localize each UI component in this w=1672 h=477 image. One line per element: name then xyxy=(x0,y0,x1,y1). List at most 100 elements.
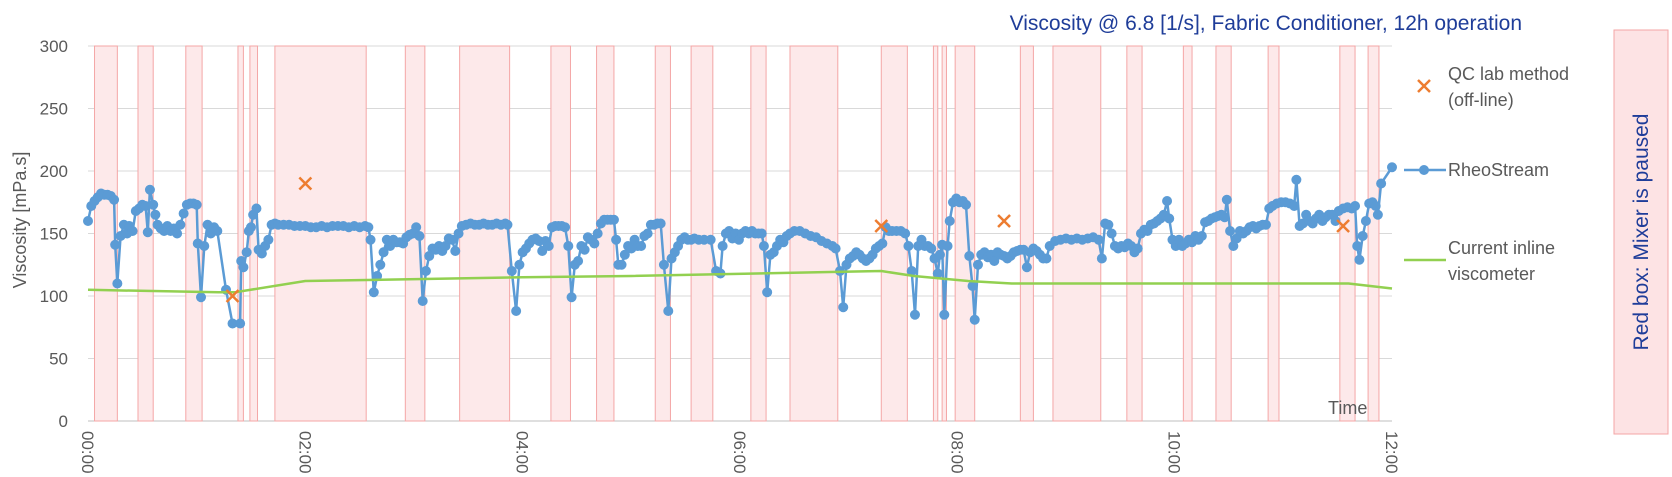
point-rheostream-93 xyxy=(414,231,425,241)
x-axis-title: Time xyxy=(1328,398,1367,418)
legend-label-2: Current inline xyxy=(1448,238,1555,258)
point-rheostream-0 xyxy=(83,216,93,226)
point-rheostream-224 xyxy=(877,238,888,249)
point-rheostream-10 xyxy=(112,278,123,289)
point-rheostream-79 xyxy=(368,287,379,298)
point-rheostream-53 xyxy=(251,203,262,214)
point-rheostream-325 xyxy=(1221,194,1232,205)
point-rheostream-30 xyxy=(172,228,183,239)
y-tick-label-1: 50 xyxy=(49,350,68,369)
y-tick-label-4: 200 xyxy=(40,162,68,181)
paused-interval-21 xyxy=(1182,45,1193,422)
point-rheostream-177 xyxy=(705,234,716,245)
legend: QC lab method(off-line)RheoStreamCurrent… xyxy=(1404,64,1569,284)
paused-interval-5 xyxy=(274,45,367,422)
point-rheostream-166 xyxy=(663,306,674,316)
paused-interval-17 xyxy=(954,45,976,422)
point-rheostream-48 xyxy=(238,262,249,273)
point-rheostream-38 xyxy=(196,292,207,303)
point-rheostream-20 xyxy=(142,227,153,238)
point-rheostream-135 xyxy=(563,241,574,251)
point-rheostream-160 xyxy=(642,228,653,239)
point-rheostream-119 xyxy=(511,306,522,316)
point-rheostream-289 xyxy=(1106,228,1117,239)
point-rheostream-371 xyxy=(1376,178,1387,189)
point-rheostream-231 xyxy=(903,241,914,251)
point-rheostream-250 xyxy=(961,199,972,210)
point-rheostream-36 xyxy=(191,199,202,210)
point-qc-lab-method-off-line-1 xyxy=(298,176,313,191)
point-qc-lab-method-off-line-0 xyxy=(225,289,240,303)
point-rheostream-45 xyxy=(227,318,238,329)
point-rheostream-77 xyxy=(363,222,374,233)
point-rheostream-8 xyxy=(109,194,120,205)
point-rheostream-31 xyxy=(175,219,186,230)
x-tick-label-6: 12:00 xyxy=(1382,431,1401,474)
x-tick-label-0: 00:00 xyxy=(78,431,97,474)
point-rheostream-144 xyxy=(592,228,603,239)
point-rheostream-317 xyxy=(1196,231,1207,241)
point-rheostream-82 xyxy=(378,247,389,258)
point-rheostream-46 xyxy=(235,318,246,329)
point-rheostream-94 xyxy=(417,296,428,306)
y-tick-label-6: 300 xyxy=(40,37,68,56)
point-rheostream-232 xyxy=(906,266,917,276)
point-rheostream-103 xyxy=(447,234,458,245)
point-rheostream-32 xyxy=(178,208,189,219)
paused-interval-11 xyxy=(690,45,714,422)
point-rheostream-117 xyxy=(502,219,513,230)
point-rheostream-22 xyxy=(148,199,159,210)
point-rheostream-285 xyxy=(1093,234,1104,245)
point-rheostream-365 xyxy=(1357,231,1368,241)
point-rheostream-238 xyxy=(926,243,937,254)
legend-label-2-line2: viscometer xyxy=(1448,264,1535,284)
paused-interval-16 xyxy=(941,45,947,422)
point-rheostream-105 xyxy=(453,228,464,239)
legend-label-0-line2: (off-line) xyxy=(1448,90,1514,110)
point-rheostream-104 xyxy=(450,246,461,256)
point-rheostream-326 xyxy=(1225,226,1236,236)
x-tick-label-4: 08:00 xyxy=(947,431,966,474)
point-rheostream-243 xyxy=(939,309,950,320)
point-qc-lab-method-off-line-2 xyxy=(874,219,889,233)
y-tick-label-5: 250 xyxy=(40,100,68,119)
paused-note: Red box: Mixer is paused xyxy=(1630,114,1653,351)
point-rheostream-138 xyxy=(573,256,584,266)
paused-interval-10 xyxy=(654,45,671,422)
point-rheostream-230 xyxy=(900,228,911,239)
point-rheostream-372 xyxy=(1387,162,1397,173)
point-rheostream-269 xyxy=(1021,262,1032,273)
point-rheostream-180 xyxy=(717,241,728,251)
point-rheostream-129 xyxy=(543,241,554,251)
point-rheostream-244 xyxy=(942,241,953,251)
point-rheostream-23 xyxy=(150,209,161,220)
point-rheostream-259 xyxy=(989,256,1000,266)
point-rheostream-286 xyxy=(1096,253,1107,264)
paused-interval-24 xyxy=(1339,45,1356,422)
point-rheostream-92 xyxy=(411,222,422,233)
paused-interval-18 xyxy=(1019,45,1034,422)
point-rheostream-49 xyxy=(241,247,252,258)
chart-title: Viscosity @ 6.8 [1/s], Fabric Conditione… xyxy=(1010,12,1522,35)
point-qc-lab-method-off-line-4 xyxy=(1336,219,1350,233)
point-rheostream-15 xyxy=(127,226,138,236)
point-rheostream-357 xyxy=(1330,216,1341,226)
y-tick-label-3: 150 xyxy=(40,225,68,244)
point-rheostream-288 xyxy=(1103,219,1114,230)
point-rheostream-158 xyxy=(636,241,647,251)
point-rheostream-78 xyxy=(365,234,376,245)
point-rheostream-164 xyxy=(655,218,666,229)
paused-interval-8 xyxy=(550,45,571,422)
point-qc-lab-method-off-line-3 xyxy=(997,214,1011,228)
legend-key-rheostream-marker xyxy=(1419,165,1429,175)
point-rheostream-81 xyxy=(375,259,386,270)
point-rheostream-51 xyxy=(246,222,256,233)
point-rheostream-118 xyxy=(506,266,517,276)
paused-interval-15 xyxy=(932,45,939,422)
point-rheostream-120 xyxy=(514,259,525,270)
point-rheostream-366 xyxy=(1360,216,1371,226)
point-rheostream-345 xyxy=(1291,174,1302,185)
paused-interval-2 xyxy=(185,45,203,422)
point-rheostream-254 xyxy=(972,259,983,270)
